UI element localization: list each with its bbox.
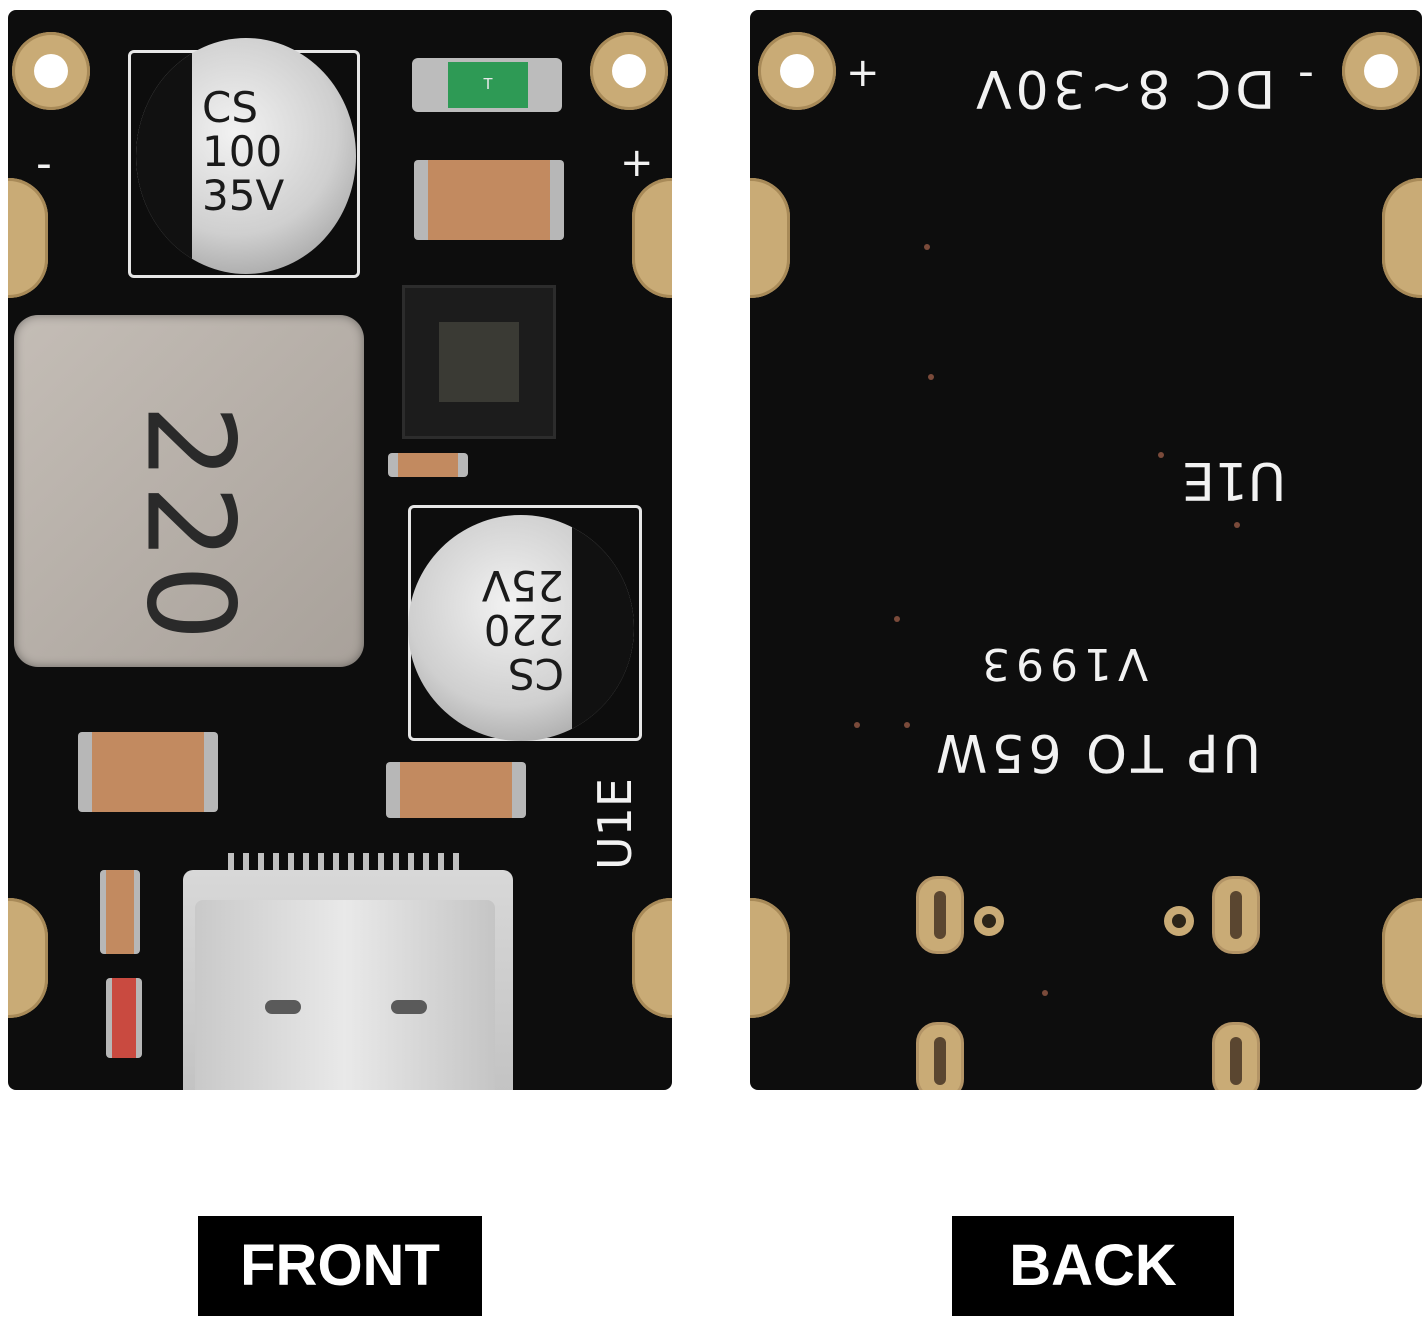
- usb-c-shell: [195, 900, 495, 1090]
- input-cap-marking: CS 100 35V: [202, 83, 285, 220]
- via: [854, 722, 860, 728]
- silk-minus-label: -: [1298, 46, 1314, 97]
- mount-hole-top-right: [590, 32, 668, 110]
- via: [928, 374, 934, 380]
- converter-ic: [402, 285, 556, 439]
- silk-version: V1993: [976, 638, 1149, 689]
- output-cap-marking: CS 220 25V: [481, 561, 564, 698]
- via: [924, 244, 930, 250]
- silk-board-code: U1E: [1182, 450, 1286, 510]
- silk-board-code: U1E: [588, 778, 642, 870]
- smd-resistor-mid: [388, 453, 468, 477]
- back-board-photo: + - DC 8~30V U1E V1993 UP TO 65W: [750, 10, 1422, 1090]
- smd-capacitor-bottom-right: [386, 762, 526, 818]
- solder-pad-bottom-left: [8, 898, 48, 1018]
- power-inductor: 220: [14, 315, 364, 667]
- solder-pad-plus-input: [632, 178, 672, 298]
- smd-capacitor-top: [414, 160, 564, 240]
- mount-hole-top-right: [1342, 32, 1420, 110]
- silk-power-rating: UP TO 65W: [932, 722, 1261, 782]
- solder-pad-bottom-right: [1382, 898, 1422, 1018]
- smd-led: T: [412, 58, 562, 112]
- usb-mount-pad: [916, 876, 964, 954]
- usb-pin-pad: [974, 906, 1004, 936]
- solder-pad-top-right: [1382, 178, 1422, 298]
- input-capacitor: CS 100 35V: [136, 38, 356, 274]
- usb-c-slot-left: [265, 1000, 301, 1014]
- inductor-marking: 220: [119, 403, 259, 646]
- solder-pad-top-left: [750, 178, 790, 298]
- solder-pad-minus-input: [8, 178, 48, 298]
- front-label: FRONT: [198, 1216, 482, 1316]
- silk-plus-label: +: [846, 50, 880, 96]
- mount-hole-top-left: [12, 32, 90, 110]
- silk-plus-label: +: [620, 140, 654, 186]
- usb-c-slot-right: [391, 1000, 427, 1014]
- solder-pad-bottom-right: [632, 898, 672, 1018]
- smd-led-small: [106, 978, 142, 1058]
- via: [1234, 522, 1240, 528]
- mount-hole-top-left: [758, 32, 836, 110]
- usb-pin-pad: [1164, 906, 1194, 936]
- via: [904, 722, 910, 728]
- via: [1042, 990, 1048, 996]
- via: [894, 616, 900, 622]
- usb-mount-pad: [916, 1022, 964, 1090]
- solder-pad-bottom-left: [750, 898, 790, 1018]
- smd-resistor-vertical: [100, 870, 140, 954]
- back-label: BACK: [952, 1216, 1234, 1316]
- cap-polarity-stripe: [572, 515, 634, 741]
- silk-minus-label: -: [36, 138, 52, 189]
- usb-mount-pad: [1212, 876, 1260, 954]
- smd-capacitor-bottom-left: [78, 732, 218, 812]
- output-capacitor: CS 220 25V: [408, 515, 634, 741]
- silk-input-voltage: DC 8~30V: [972, 58, 1276, 118]
- usb-mount-pad: [1212, 1022, 1260, 1090]
- via: [1158, 452, 1164, 458]
- led-marking: T: [448, 62, 528, 108]
- usb-c-connector: [183, 870, 513, 1090]
- cap-polarity-stripe: [136, 38, 192, 274]
- front-board-photo: - + CS 100 35V T 220 CS 220 25V U1E: [8, 10, 672, 1090]
